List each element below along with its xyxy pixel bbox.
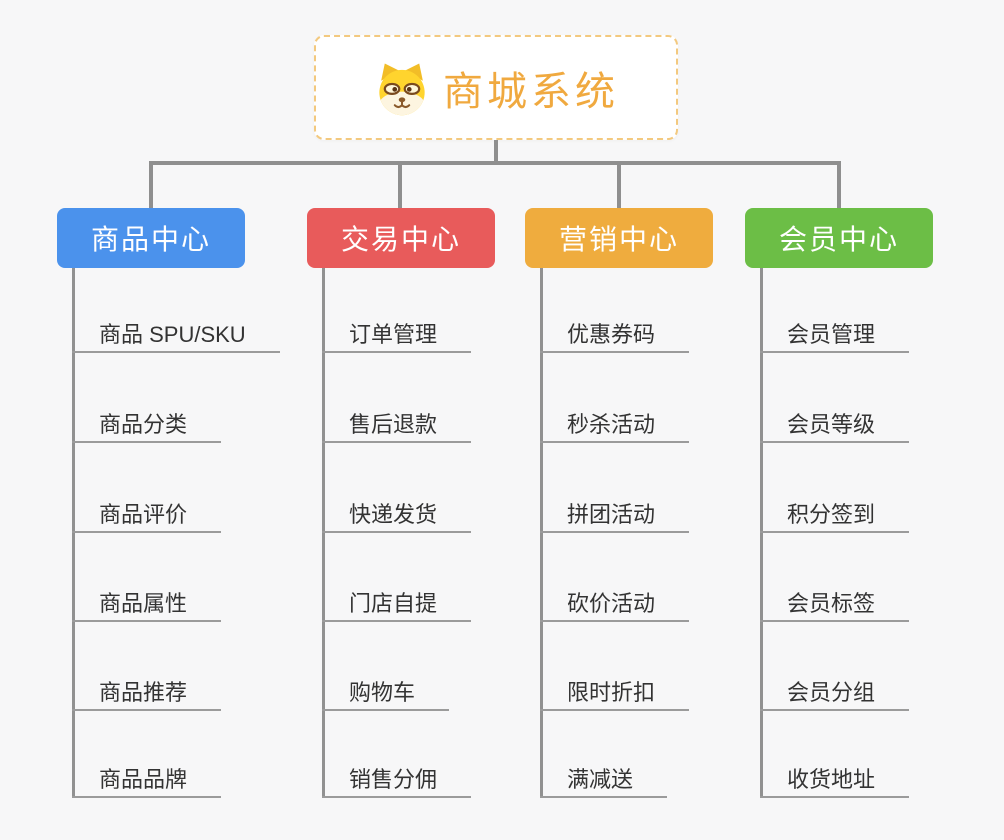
- leaf-node[interactable]: 商品属性: [72, 588, 222, 622]
- leaf-node[interactable]: 商品 SPU/SKU: [72, 319, 280, 353]
- connector-drop-product: [149, 161, 153, 208]
- leaf-node[interactable]: 收货地址: [760, 764, 910, 798]
- leaf-node[interactable]: 限时折扣: [540, 677, 690, 711]
- branch-product-center: 商品中心 商品 SPU/SKU 商品分类 商品评价 商品属性 商品推荐 商品品牌: [57, 208, 307, 798]
- leaf-node[interactable]: 商品分类: [72, 409, 222, 443]
- root-node[interactable]: 商城系统: [314, 35, 678, 140]
- connector-root-stub: [494, 140, 498, 164]
- branch-member-center: 会员中心 会员管理 会员等级 积分签到 会员标签 会员分组 收货地址: [745, 208, 995, 798]
- root-title: 商城系统: [443, 69, 619, 114]
- branch-line-trade-center: [322, 268, 325, 798]
- leaf-node[interactable]: 满减送: [540, 764, 668, 798]
- leaf-node[interactable]: 会员标签: [760, 588, 910, 622]
- leaf-node[interactable]: 拼团活动: [540, 499, 690, 533]
- branch-header-trade-center[interactable]: 交易中心: [307, 208, 495, 268]
- connector-drop-marketing: [617, 161, 621, 208]
- leaf-node[interactable]: 购物车: [322, 677, 450, 711]
- connector-drop-member: [837, 161, 841, 208]
- connector-drop-trade: [398, 161, 402, 208]
- dog-face-icon: [379, 63, 425, 115]
- connector-bus-line: [149, 161, 841, 165]
- leaf-node[interactable]: 快递发货: [322, 499, 472, 533]
- branch-header-marketing-center[interactable]: 营销中心: [525, 208, 713, 268]
- branch-header-product-center[interactable]: 商品中心: [57, 208, 245, 268]
- branch-line-product-center: [72, 268, 75, 798]
- branch-marketing-center: 营销中心 优惠券码 秒杀活动 拼团活动 砍价活动 限时折扣 满减送: [525, 208, 775, 798]
- branch-line-member-center: [760, 268, 763, 798]
- leaf-node[interactable]: 秒杀活动: [540, 409, 690, 443]
- leaf-node[interactable]: 商品评价: [72, 499, 222, 533]
- leaf-node[interactable]: 门店自提: [322, 588, 472, 622]
- leaf-node[interactable]: 售后退款: [322, 409, 472, 443]
- leaf-node[interactable]: 销售分佣: [322, 764, 472, 798]
- leaf-node[interactable]: 订单管理: [322, 319, 472, 353]
- leaf-node[interactable]: 商品推荐: [72, 677, 222, 711]
- leaf-node[interactable]: 会员分组: [760, 677, 910, 711]
- leaf-node[interactable]: 优惠券码: [540, 319, 690, 353]
- leaf-node[interactable]: 商品品牌: [72, 764, 222, 798]
- branch-header-member-center[interactable]: 会员中心: [745, 208, 933, 268]
- leaf-node[interactable]: 砍价活动: [540, 588, 690, 622]
- leaf-node[interactable]: 积分签到: [760, 499, 910, 533]
- leaf-node[interactable]: 会员管理: [760, 319, 910, 353]
- leaf-node[interactable]: 会员等级: [760, 409, 910, 443]
- branch-line-marketing-center: [540, 268, 543, 798]
- branch-trade-center: 交易中心 订单管理 售后退款 快递发货 门店自提 购物车 销售分佣: [307, 208, 557, 798]
